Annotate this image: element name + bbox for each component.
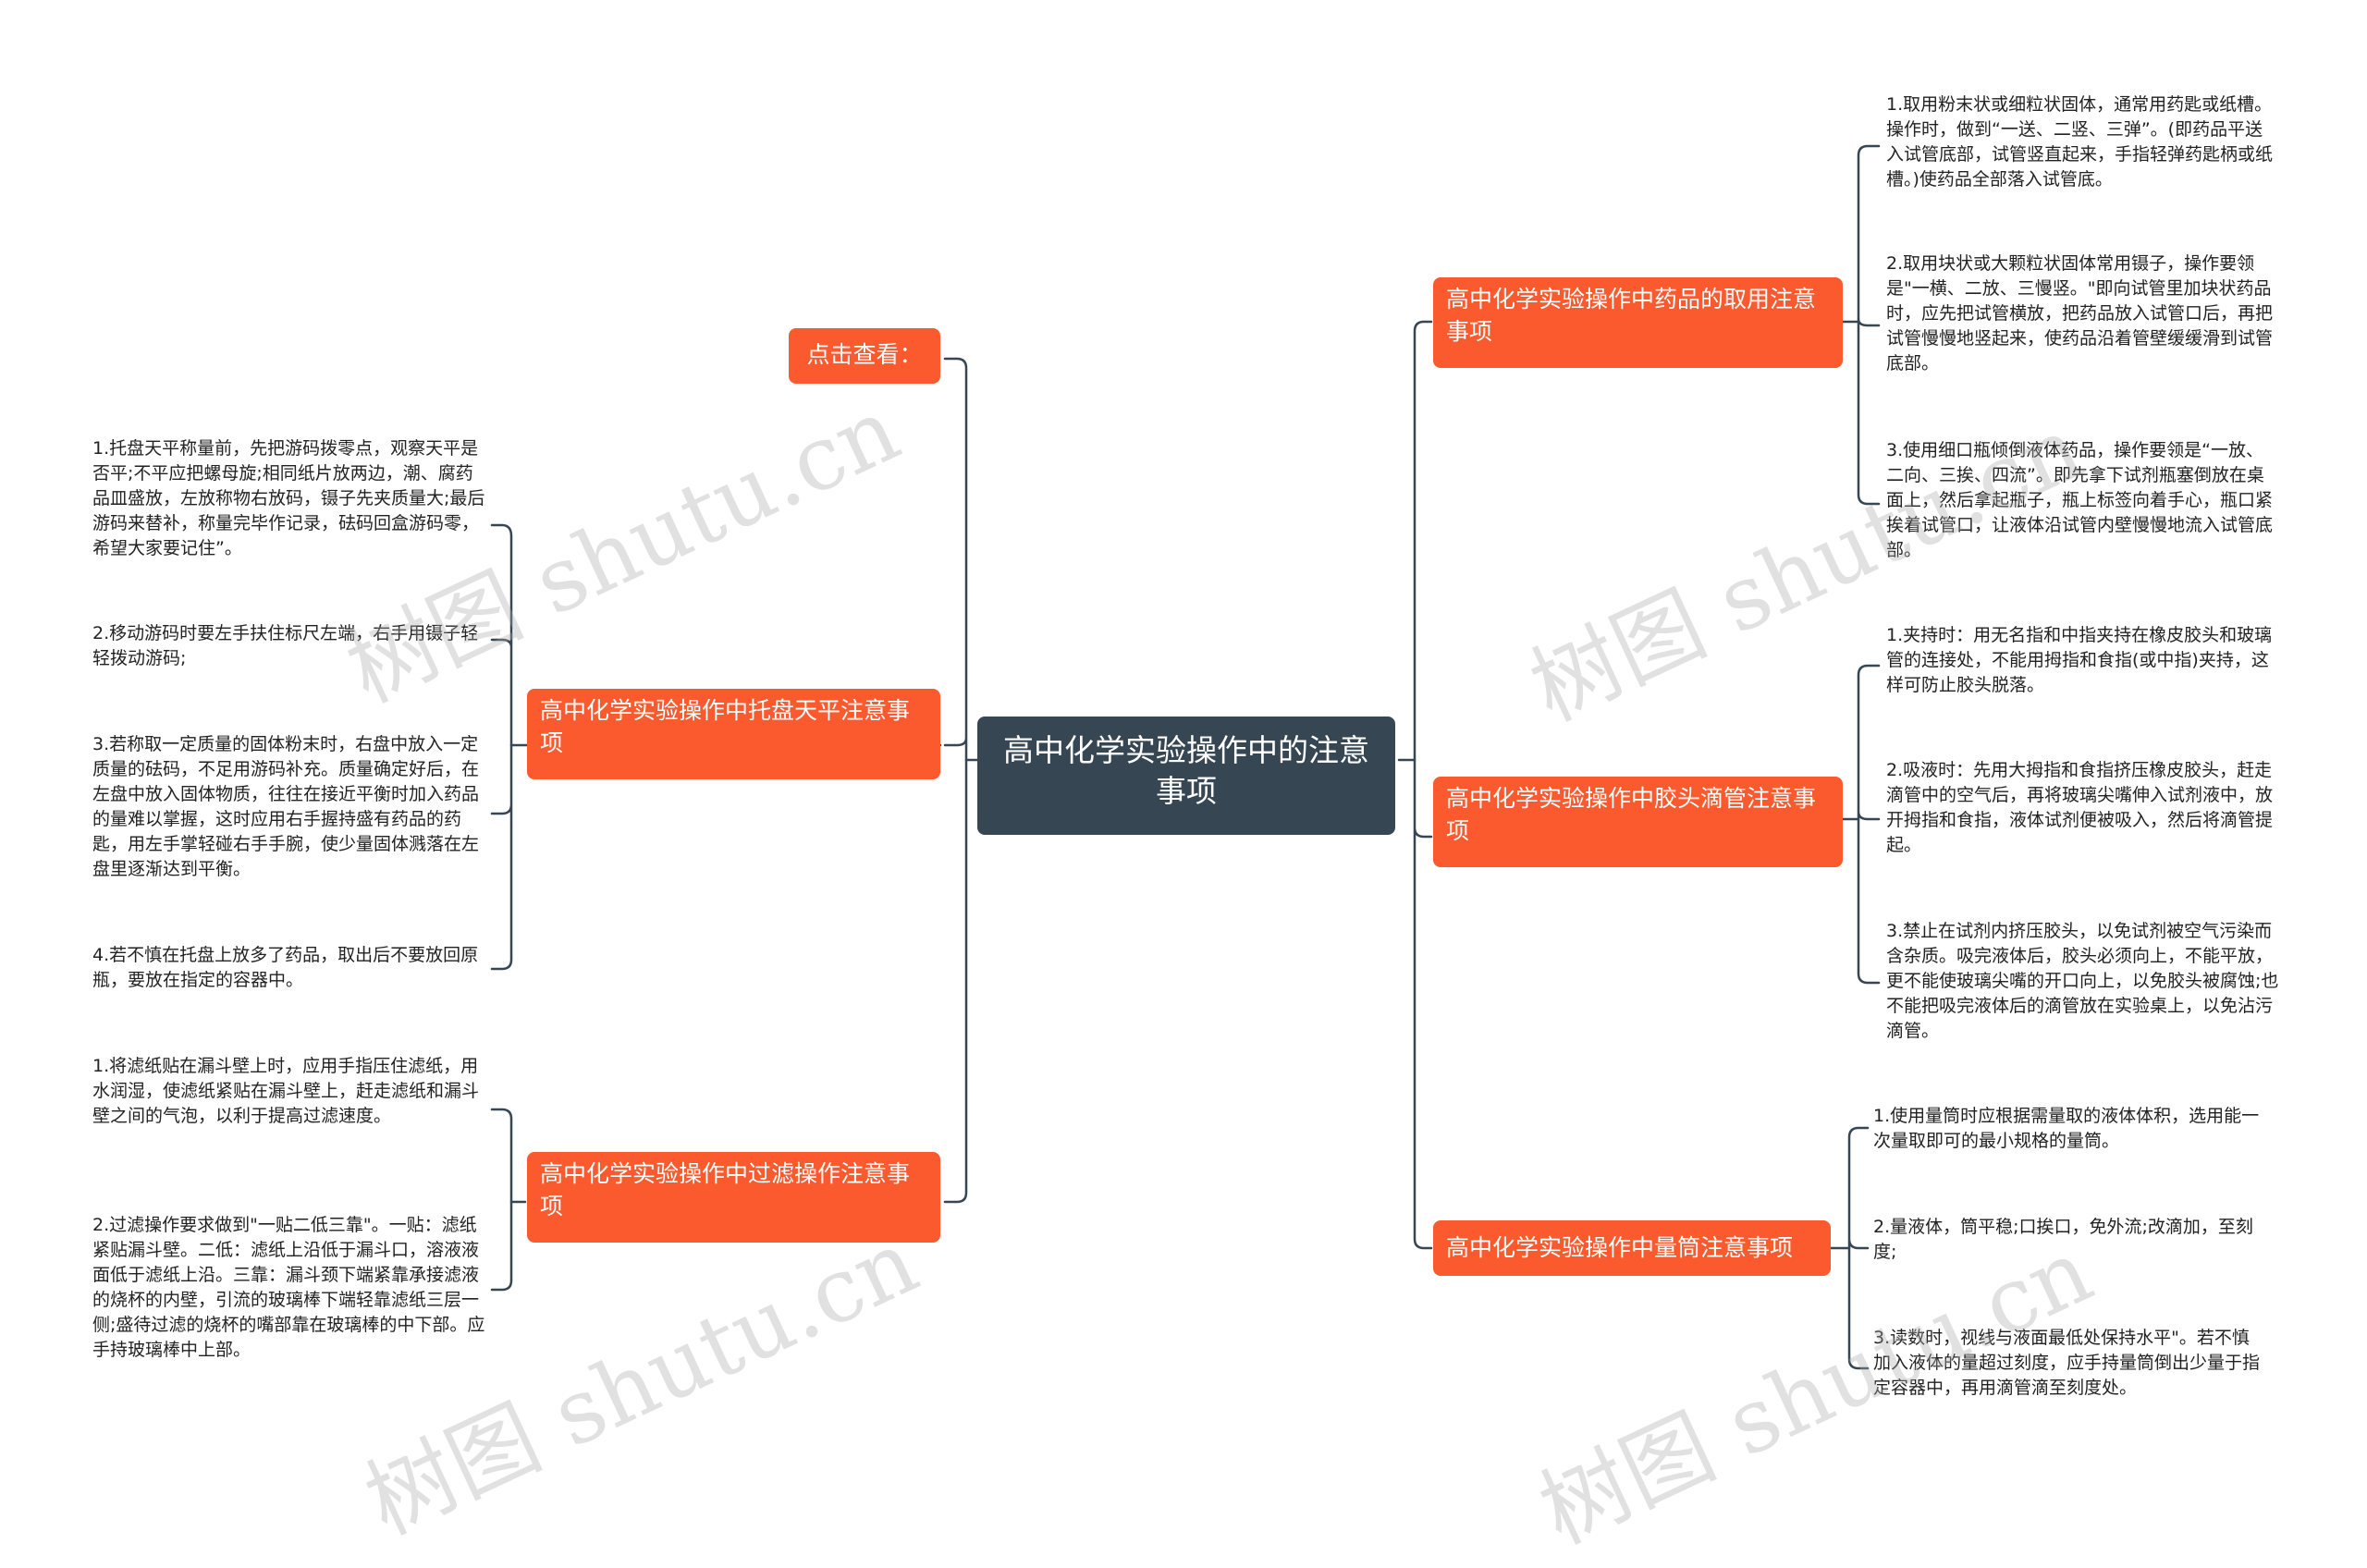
branch-cylinder-label: 高中化学实验操作中量筒注意事项 bbox=[1446, 1234, 1794, 1261]
branch-cylinder[interactable]: 高中化学实验操作中量筒注意事项 bbox=[1433, 1220, 1831, 1276]
branch-reagent-label: 高中化学实验操作中药品的取用注意事项 bbox=[1446, 286, 1817, 345]
leaf-dropper-2: 2.吸液时：先用大拇指和食指挤压橡皮胶头，赶走滴管中的空气后，再将玻璃尖嘴伸入试… bbox=[1886, 760, 2274, 855]
branch-click-view[interactable]: 点击查看： bbox=[789, 328, 940, 384]
leaf-filter-1: 1.将滤纸贴在漏斗壁上时，应用手指压住滤纸，用水润湿，使滤纸紧贴在漏斗壁上，赶走… bbox=[92, 1056, 480, 1126]
connector-right-trunk bbox=[1413, 320, 1433, 1250]
leaf-cylinder-3: 3.读数时，视线与液面最低处保持水平"。若不慎加入液体的量超过刻度，应手持量筒倒… bbox=[1873, 1328, 2261, 1398]
connector-dropper-leaves bbox=[1857, 664, 1881, 985]
root-title: 高中化学实验操作中的注意事项 bbox=[1003, 732, 1369, 809]
connector-reagent-leaves bbox=[1857, 144, 1881, 506]
mind-map-canvas: 高中化学实验操作中的注意事项 点击查看： 高中化学实验操作中托盘天平注意事项 高… bbox=[92, 94, 2279, 1563]
connector-lines bbox=[490, 144, 1881, 1370]
branch-dropper-label: 高中化学实验操作中胶头滴管注意事项 bbox=[1446, 785, 1817, 844]
leaf-reagent-2: 2.取用块状或大颗粒状固体常用镊子，操作要领是"一横、二放、三慢竖。"即向试管里… bbox=[1886, 253, 2274, 374]
leaf-reagent-1: 1.取用粉末状或细粒状固体，通常用药匙或纸槽。操作时，做到“一送、二竖、三弹”。… bbox=[1886, 94, 2274, 190]
branch-filter-label: 高中化学实验操作中过滤操作注意事项 bbox=[540, 1160, 911, 1219]
leaf-balance-4: 4.若不慎在托盘上放多了药品，取出后不要放回原瓶，要放在指定的容器中。 bbox=[92, 945, 479, 990]
leaf-balance-2: 2.移动游码时要左手扶住标尺左端，右手用镊子轻轻拨动游码; bbox=[92, 623, 479, 668]
leaf-reagent-3: 3.使用细口瓶倾倒液体药品，操作要领是“一放、二向、三挨、四流”。即先拿下试剂瓶… bbox=[1886, 440, 2274, 560]
leaf-dropper-3: 3.禁止在试剂内挤压胶头，以免试剂被空气污染而含杂质。吸完液体后，胶头必须向上，… bbox=[1886, 921, 2279, 1041]
branch-dropper[interactable]: 高中化学实验操作中胶头滴管注意事项 bbox=[1433, 777, 1843, 867]
leaf-cylinder-1: 1.使用量筒时应根据需量取的液体体积，选用能一次量取即可的最小规格的量筒。 bbox=[1873, 1106, 2260, 1151]
branch-reagent[interactable]: 高中化学实验操作中药品的取用注意事项 bbox=[1433, 277, 1843, 368]
connector-balance-leaves bbox=[490, 523, 513, 971]
connector-filter-leaves bbox=[490, 1108, 513, 1292]
leaf-cylinder-2: 2.量液体，筒平稳;口挨口，免外流;改滴加，至刻度; bbox=[1873, 1217, 2253, 1262]
branch-balance-label: 高中化学实验操作中托盘天平注意事项 bbox=[540, 697, 911, 756]
connector-cylinder-leaves bbox=[1847, 1126, 1870, 1370]
connector-left-trunk bbox=[943, 357, 968, 1204]
leaf-balance-3: 3.若称取一定质量的固体粉末时，右盘中放入一定质量的砝码，不足用游码补充。质量确… bbox=[92, 734, 480, 879]
branch-balance[interactable]: 高中化学实验操作中托盘天平注意事项 bbox=[527, 689, 940, 779]
leaf-dropper-1: 1.夹持时：用无名指和中指夹持在橡皮胶头和玻璃管的连接处，不能用拇指和食指(或中… bbox=[1886, 625, 2273, 695]
leaf-balance-1: 1.托盘天平称量前，先把游码拨零点，观察天平是否平;不平应把螺母旋;相同纸片放两… bbox=[92, 438, 485, 558]
root-node[interactable]: 高中化学实验操作中的注意事项 bbox=[977, 717, 1395, 835]
leaf-filter-2: 2.过滤操作要求做到"一贴二低三靠"。一贴：滤纸紧贴漏斗壁。二低：滤纸上沿低于漏… bbox=[92, 1215, 485, 1360]
branch-filter[interactable]: 高中化学实验操作中过滤操作注意事项 bbox=[527, 1152, 940, 1243]
branch-click-view-label: 点击查看： bbox=[806, 341, 923, 368]
